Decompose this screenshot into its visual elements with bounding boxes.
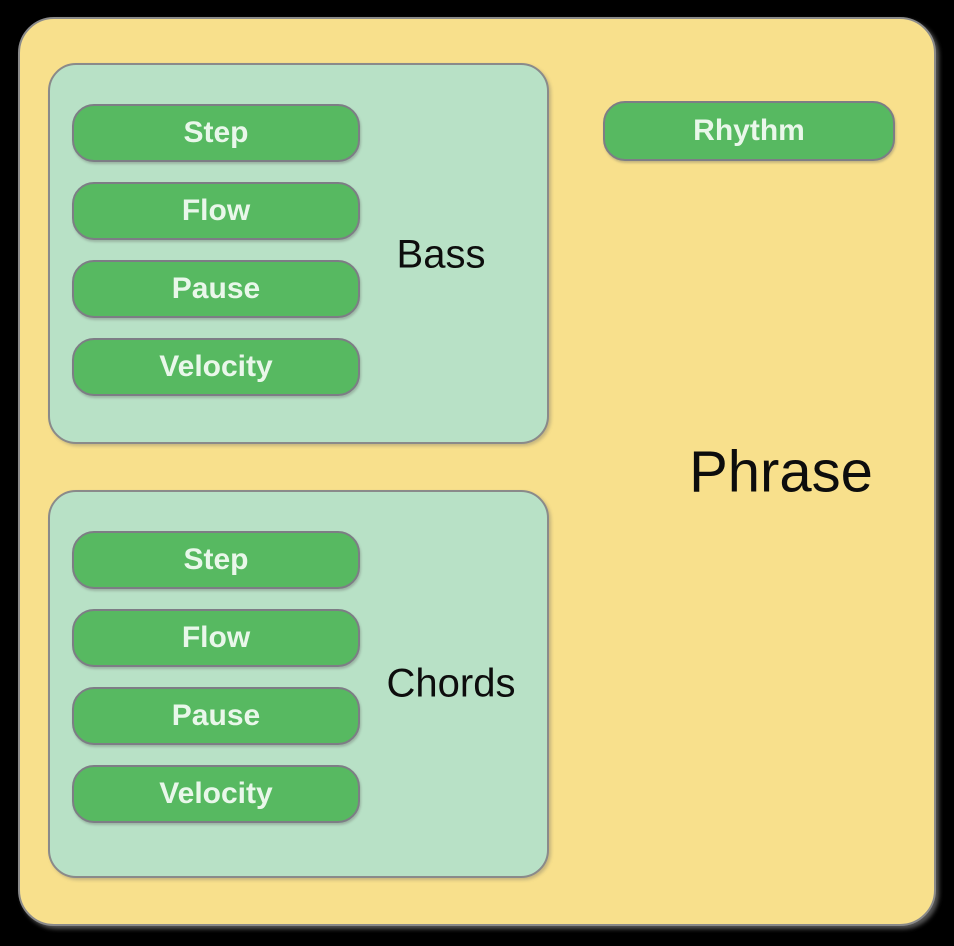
- bass-group-box: Step Flow Pause Velocity Bass: [48, 63, 549, 444]
- chords-node-flow: Flow: [72, 609, 360, 667]
- chords-node-velocity: Velocity: [72, 765, 360, 823]
- chords-node-pause: Pause: [72, 687, 360, 745]
- chords-node-step: Step: [72, 531, 360, 589]
- chords-group-label: Chords: [386, 661, 516, 706]
- bass-node-velocity: Velocity: [72, 338, 360, 396]
- phrase-container: Step Flow Pause Velocity Bass Step Flow …: [18, 17, 936, 926]
- chords-group-box: Step Flow Pause Velocity Chords: [48, 490, 549, 878]
- bass-node-pause: Pause: [72, 260, 360, 318]
- bass-node-flow: Flow: [72, 182, 360, 240]
- phrase-label: Phrase: [689, 439, 873, 505]
- bass-node-step: Step: [72, 104, 360, 162]
- rhythm-node: Rhythm: [603, 101, 895, 161]
- bass-group-label: Bass: [396, 232, 486, 277]
